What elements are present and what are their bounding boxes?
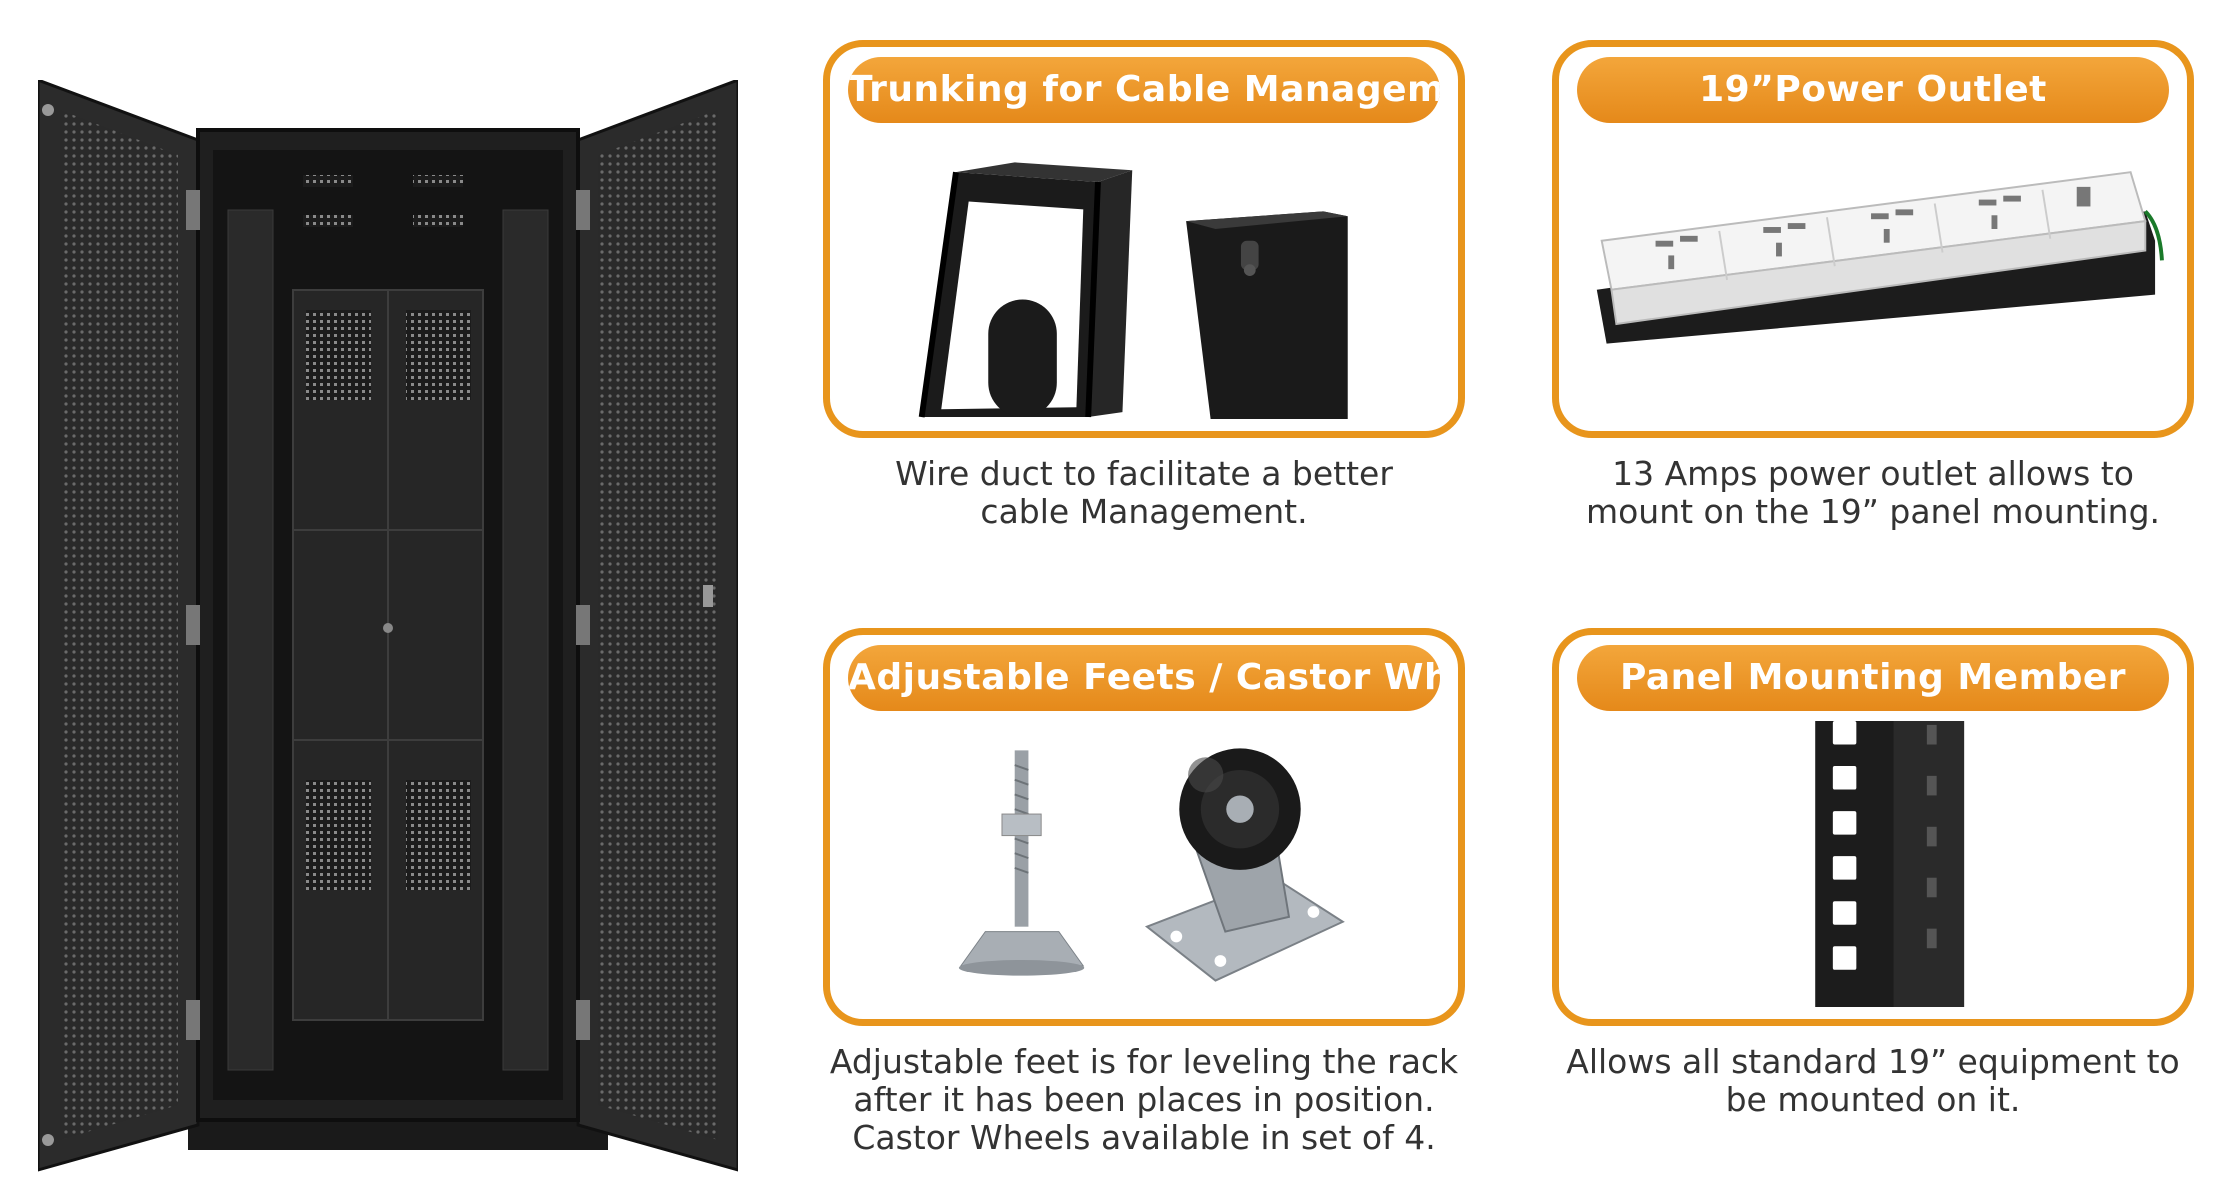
card-title: Adjustable Feets / Castor Wheel [848, 645, 1440, 711]
feature-card-feet-castor: Adjustable Feets / Castor Wheel [823, 628, 1465, 1026]
feature-card-panel-mounting: Panel Mounting Member [1552, 628, 2194, 1026]
power-outlet-image [1577, 133, 2169, 419]
card-title: Trunking for Cable Management [848, 57, 1440, 123]
server-cabinet-image [36, 77, 740, 1180]
trunking-image [848, 133, 1440, 419]
card-description-power-outlet: 13 Amps power outlet allows to mount on … [1585, 454, 2161, 531]
card-title: Panel Mounting Member [1577, 645, 2169, 711]
card-description-panel-mounting: Allows all standard 19” equipment to be … [1566, 1042, 2180, 1119]
card-description-trunking: Wire duct to facilitate a better cable M… [895, 454, 1393, 531]
card-title: 19”Power Outlet [1577, 57, 2169, 123]
panel-mounting-image [1577, 721, 2169, 1007]
feature-card-trunking: Trunking for Cable Management [823, 40, 1465, 438]
card-description-feet-castor: Adjustable feet is for leveling the rack… [829, 1042, 1459, 1157]
feature-card-power-outlet: 19”Power Outlet [1552, 40, 2194, 438]
feet-castor-image [848, 721, 1440, 1007]
